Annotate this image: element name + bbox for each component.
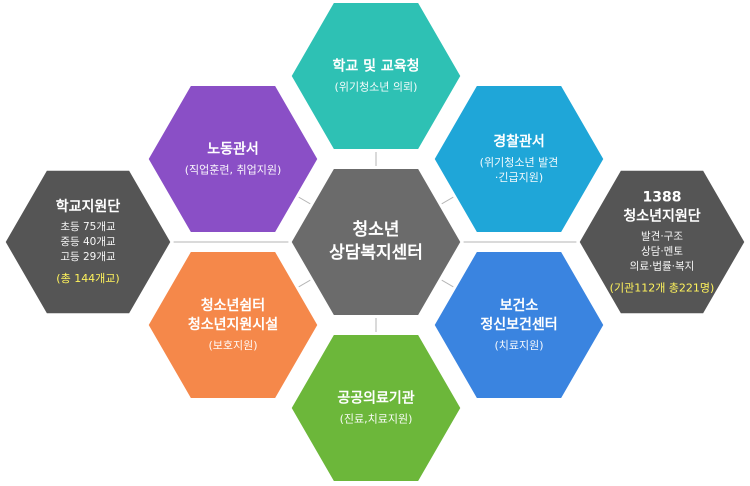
hex-public-medical <box>288 332 464 484</box>
hex-school-support <box>2 167 174 317</box>
hex-youth-1388 <box>576 167 748 317</box>
hex-police <box>431 83 607 235</box>
hex-shelter <box>145 249 321 401</box>
hex-health-center <box>431 249 607 401</box>
hex-school-office <box>288 0 464 152</box>
hex-labor-office <box>145 83 321 235</box>
hex-center <box>288 166 464 318</box>
